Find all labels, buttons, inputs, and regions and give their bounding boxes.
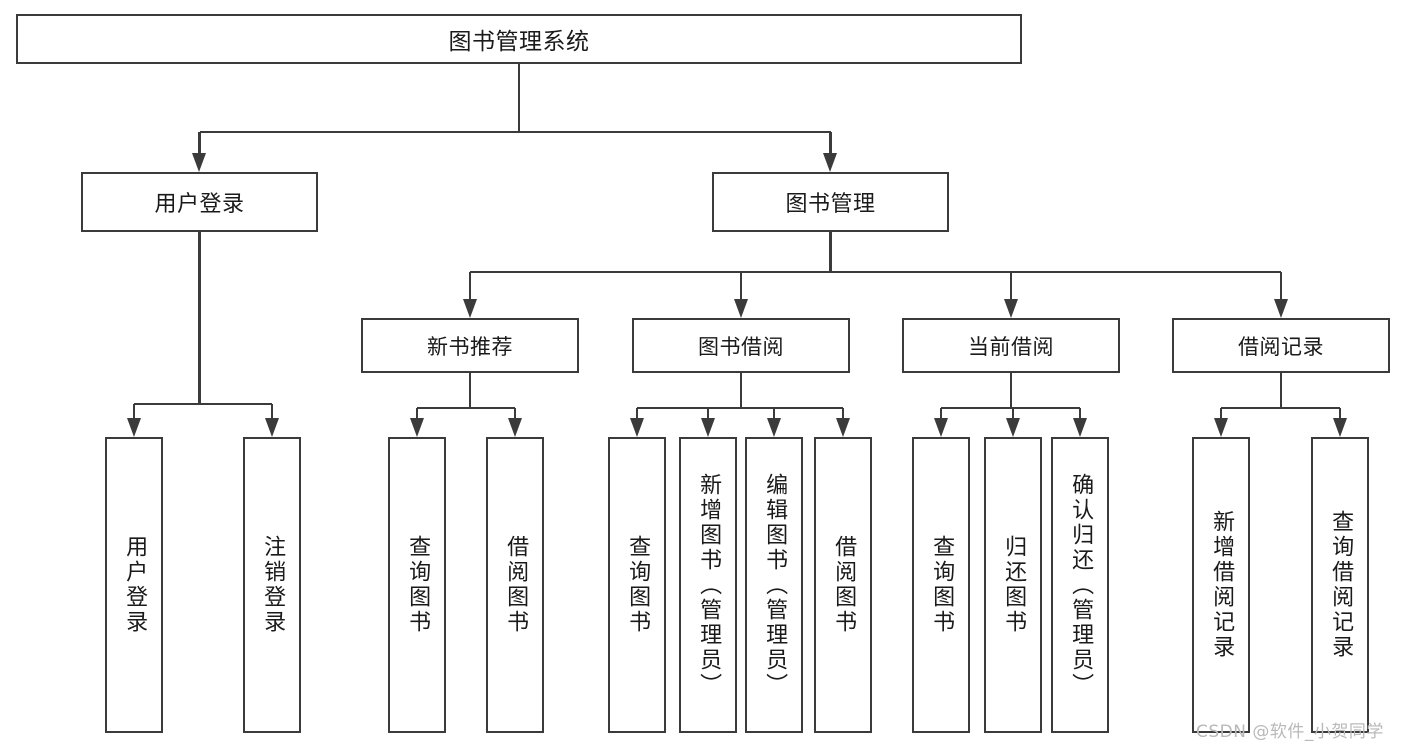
arrowhead-icon <box>264 418 279 437</box>
node-leaf-return-book[interactable]: 归还图书 <box>984 437 1042 733</box>
arrowhead-icon <box>733 299 748 318</box>
connector-stem <box>829 232 832 272</box>
node-label: 查询图书 <box>929 535 955 635</box>
node-label: 编辑图书（管理员） <box>762 472 788 698</box>
connector-drop <box>132 404 136 418</box>
connector-stem <box>198 232 201 404</box>
node-leaf-user-logout[interactable]: 注销登录 <box>243 437 301 733</box>
node-label: 用户登录 <box>154 192 245 217</box>
node-new-book-recommend[interactable]: 新书推荐 <box>361 318 579 373</box>
connector-drop <box>1219 408 1223 418</box>
node-root[interactable]: 图书管理系统 <box>16 14 1022 64</box>
connector-drop <box>635 408 639 418</box>
node-leaf-add-record[interactable]: 新增借阅记录 <box>1192 437 1250 733</box>
node-label: 图书借阅 <box>698 334 784 359</box>
connector-drop <box>1009 272 1013 299</box>
arrowhead-icon <box>409 418 424 437</box>
node-label: 新书推荐 <box>427 334 513 359</box>
arrowhead-icon <box>823 153 837 172</box>
node-leaf-query-book-2[interactable]: 查询图书 <box>608 437 666 733</box>
node-current-borrow[interactable]: 当前借阅 <box>902 318 1120 373</box>
connector-drop <box>415 408 419 418</box>
node-label: 借阅图书 <box>831 535 857 635</box>
node-label: 图书管理 <box>785 192 876 217</box>
arrowhead-icon <box>933 418 948 437</box>
arrowhead-icon <box>766 418 781 437</box>
node-label: 归还图书 <box>1001 535 1027 635</box>
arrowhead-icon <box>835 418 850 437</box>
connector-stem <box>517 64 521 132</box>
connector-drop <box>1279 272 1283 299</box>
connector-stem <box>468 373 472 408</box>
node-label: 查询图书 <box>405 535 431 635</box>
node-leaf-borrow-book-2[interactable]: 借阅图书 <box>814 437 872 733</box>
connector-drop <box>739 272 743 299</box>
node-label: 新增借阅记录 <box>1209 510 1235 660</box>
node-leaf-confirm-return[interactable]: 确认归还（管理员） <box>1051 437 1109 733</box>
connector-drop <box>829 132 832 153</box>
node-label: 借阅图书 <box>503 535 529 635</box>
node-leaf-borrow-book-1[interactable]: 借阅图书 <box>486 437 544 733</box>
connector-drop <box>513 408 517 418</box>
arrowhead-icon <box>1003 299 1018 318</box>
node-leaf-query-book-1[interactable]: 查询图书 <box>388 437 446 733</box>
node-book-manage[interactable]: 图书管理 <box>712 172 949 232</box>
arrowhead-icon <box>1213 418 1228 437</box>
connector-drop <box>270 404 274 418</box>
connector-drop <box>1011 408 1015 418</box>
connector-stem <box>1009 373 1013 408</box>
node-leaf-add-book[interactable]: 新增图书（管理员） <box>679 437 737 733</box>
node-label: 借阅记录 <box>1238 334 1324 359</box>
node-label: 查询图书 <box>625 535 651 635</box>
connector-bus <box>417 406 515 410</box>
node-leaf-edit-book[interactable]: 编辑图书（管理员） <box>745 437 803 733</box>
node-book-borrow[interactable]: 图书借阅 <box>632 318 850 373</box>
arrowhead-icon <box>700 418 715 437</box>
node-label: 当前借阅 <box>968 334 1054 359</box>
arrowhead-icon <box>507 418 522 437</box>
connector-drop <box>468 272 472 299</box>
csdn-watermark: CSDN @软件_小贺同学 <box>1196 722 1384 742</box>
arrowhead-icon <box>126 418 141 437</box>
arrowhead-icon <box>462 299 477 318</box>
node-borrow-record[interactable]: 借阅记录 <box>1172 318 1390 373</box>
node-leaf-user-login[interactable]: 用户登录 <box>105 437 163 733</box>
arrowhead-icon <box>1332 418 1347 437</box>
arrowhead-icon <box>629 418 644 437</box>
connector-stem <box>1279 373 1283 408</box>
arrowhead-icon <box>192 153 206 172</box>
connector-stem <box>739 373 743 408</box>
node-label: 图书管理系统 <box>448 29 590 55</box>
connector-drop <box>1338 408 1342 418</box>
node-label: 用户登录 <box>122 535 148 635</box>
connector-bus <box>470 270 1281 274</box>
node-leaf-query-record[interactable]: 查询借阅记录 <box>1311 437 1369 733</box>
arrowhead-icon <box>1072 418 1087 437</box>
connector-bus <box>199 130 831 134</box>
arrowhead-icon <box>1273 299 1288 318</box>
connector-bus <box>637 406 843 410</box>
connector-drop <box>706 408 710 418</box>
connector-bus <box>1221 406 1340 410</box>
arrowhead-icon <box>1005 418 1020 437</box>
node-leaf-query-book-3[interactable]: 查询图书 <box>912 437 970 733</box>
node-label: 确认归还（管理员） <box>1068 472 1094 698</box>
node-user-login[interactable]: 用户登录 <box>81 172 318 232</box>
connector-bus <box>134 402 272 406</box>
node-label: 查询借阅记录 <box>1328 510 1354 660</box>
node-label: 注销登录 <box>260 535 286 635</box>
connector-drop <box>198 132 201 153</box>
connector-drop <box>939 408 943 418</box>
connector-drop <box>1078 408 1082 418</box>
node-label: 新增图书（管理员） <box>696 472 722 698</box>
connector-drop <box>841 408 845 418</box>
connector-drop <box>772 408 776 418</box>
connector-bus <box>941 406 1080 410</box>
